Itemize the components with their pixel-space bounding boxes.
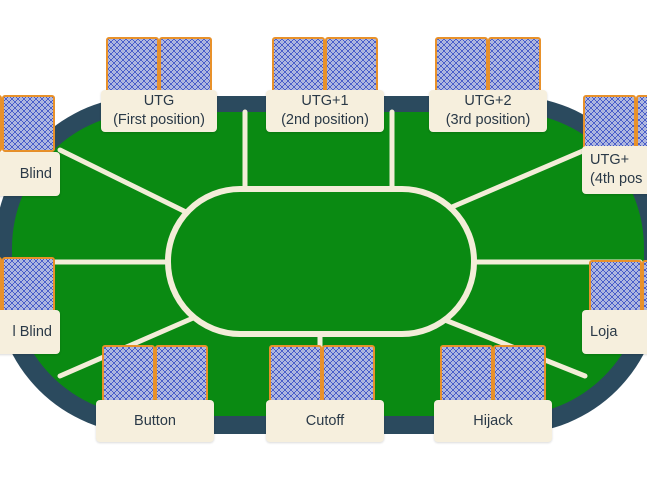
- card-utg3-1: [583, 95, 636, 152]
- seat-label-big-blind: Blind: [0, 152, 60, 196]
- card-utg1-2: [325, 37, 378, 94]
- card-hijack-1: [440, 345, 493, 402]
- card-utg-1: [106, 37, 159, 94]
- seat-label-utg-line2: (First position): [113, 112, 205, 128]
- card-utg1-1: [272, 37, 325, 94]
- card-button-1: [102, 345, 155, 402]
- seat-label-utg3: UTG+ (4th pos: [582, 146, 647, 194]
- seat-label-hijack-line1: Hijack: [473, 412, 513, 429]
- card-utg2-2: [488, 37, 541, 94]
- card-big-blind-1: [0, 95, 2, 152]
- seat-label-utg1: UTG+1 (2nd position): [266, 90, 384, 132]
- seat-label-utg1-line2: (2nd position): [281, 112, 369, 128]
- card-small-blind-2: [2, 257, 55, 314]
- inner-oval: [165, 186, 477, 337]
- card-utg-2: [159, 37, 212, 94]
- card-hijack-2: [493, 345, 546, 402]
- seat-label-utg2: UTG+2 (3rd position): [429, 90, 547, 132]
- seat-label-utg2-line2: (3rd position): [445, 112, 531, 128]
- seat-label-lojack: Loja: [582, 310, 647, 354]
- card-cutoff-1: [269, 345, 322, 402]
- card-utg2-1: [435, 37, 488, 94]
- card-small-blind-1: [0, 257, 2, 314]
- seat-label-lojack-line1: Loja: [590, 323, 618, 340]
- card-lojack-1: [589, 260, 642, 317]
- seat-label-small-blind: l Blind: [0, 310, 60, 354]
- seat-label-utg1-line1: UTG+1: [301, 93, 349, 109]
- card-big-blind-2: [2, 95, 55, 152]
- hole-cards: [0, 37, 647, 402]
- seat-label-utg3-line2: (4th pos: [590, 171, 643, 187]
- seat-label-utg3-line1: UTG+: [590, 152, 630, 168]
- seat-label-small-blind-line1: l Blind: [12, 323, 53, 340]
- seat-label-big-blind-line1: Blind: [19, 165, 52, 182]
- seat-label-hijack: Hijack: [434, 400, 552, 442]
- card-lojack-2: [642, 260, 647, 317]
- seat-label-button: Button: [96, 400, 214, 442]
- seat-label-utg: UTG (First position): [101, 90, 217, 132]
- seat-label-cutoff: Cutoff: [266, 400, 384, 442]
- card-cutoff-2: [322, 345, 375, 402]
- seat-label-utg2-line1: UTG+2: [464, 93, 512, 109]
- seat-label-cutoff-line1: Cutoff: [305, 412, 345, 429]
- seat-label-utg-line1: UTG: [143, 93, 175, 109]
- seat-label-button-line1: Button: [134, 412, 176, 429]
- card-utg3-2: [636, 95, 647, 152]
- card-button-2: [155, 345, 208, 402]
